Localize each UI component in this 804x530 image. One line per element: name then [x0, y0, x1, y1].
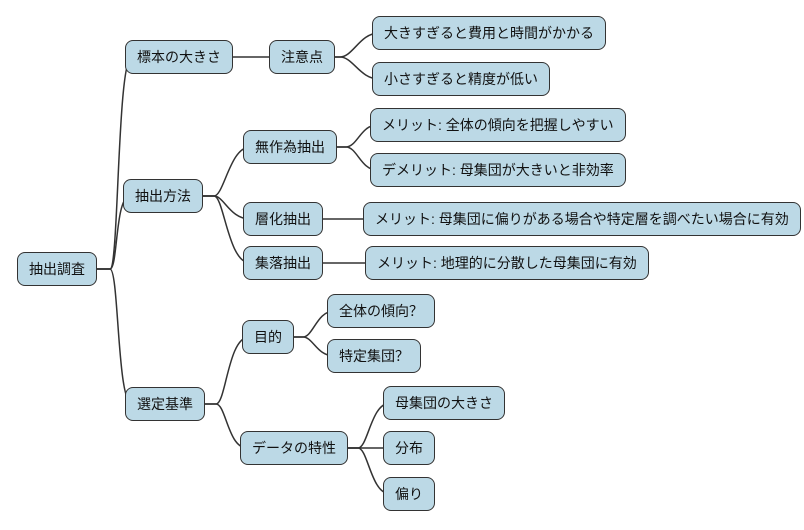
edge-root-sample-size	[90, 56, 133, 270]
node-random-merit: メリット: 全体の傾向を把握しやすい	[370, 108, 626, 142]
node-stratified-merit: メリット: 母集団に偏りがある場合や特定層を調べたい場合に有効	[363, 202, 801, 236]
node-distribution: 分布	[383, 431, 435, 465]
node-selection-criteria: 選定基準	[125, 387, 205, 421]
node-cluster-sampling: 集落抽出	[243, 246, 323, 280]
node-sampling-method: 抽出方法	[123, 179, 203, 213]
node-random-demerit: デメリット: 母集団が大きいと非効率	[370, 153, 626, 187]
node-sampling-survey: 抽出調査	[17, 252, 97, 286]
node-purpose: 目的	[242, 320, 294, 354]
node-data-characteristics: データの特性	[240, 431, 348, 465]
node-specific-group: 特定集団？	[327, 339, 421, 373]
node-stratified-sampling: 層化抽出	[243, 202, 323, 236]
node-too-small-low-precision: 小さすぎると精度が低い	[372, 62, 550, 96]
node-cluster-merit: メリット: 地理的に分散した母集団に有効	[365, 246, 649, 280]
node-bias: 偏り	[383, 477, 435, 511]
node-sample-size: 標本の大きさ	[125, 40, 233, 74]
node-population-size: 母集団の大きさ	[383, 386, 505, 420]
node-overall-trend: 全体の傾向？	[327, 294, 435, 328]
node-caution-points: 注意点	[269, 40, 335, 74]
edge-root-criteria	[90, 268, 133, 405]
node-too-large-cost-time: 大きすぎると費用と時間がかかる	[372, 16, 606, 50]
node-random-sampling: 無作為抽出	[243, 130, 337, 164]
